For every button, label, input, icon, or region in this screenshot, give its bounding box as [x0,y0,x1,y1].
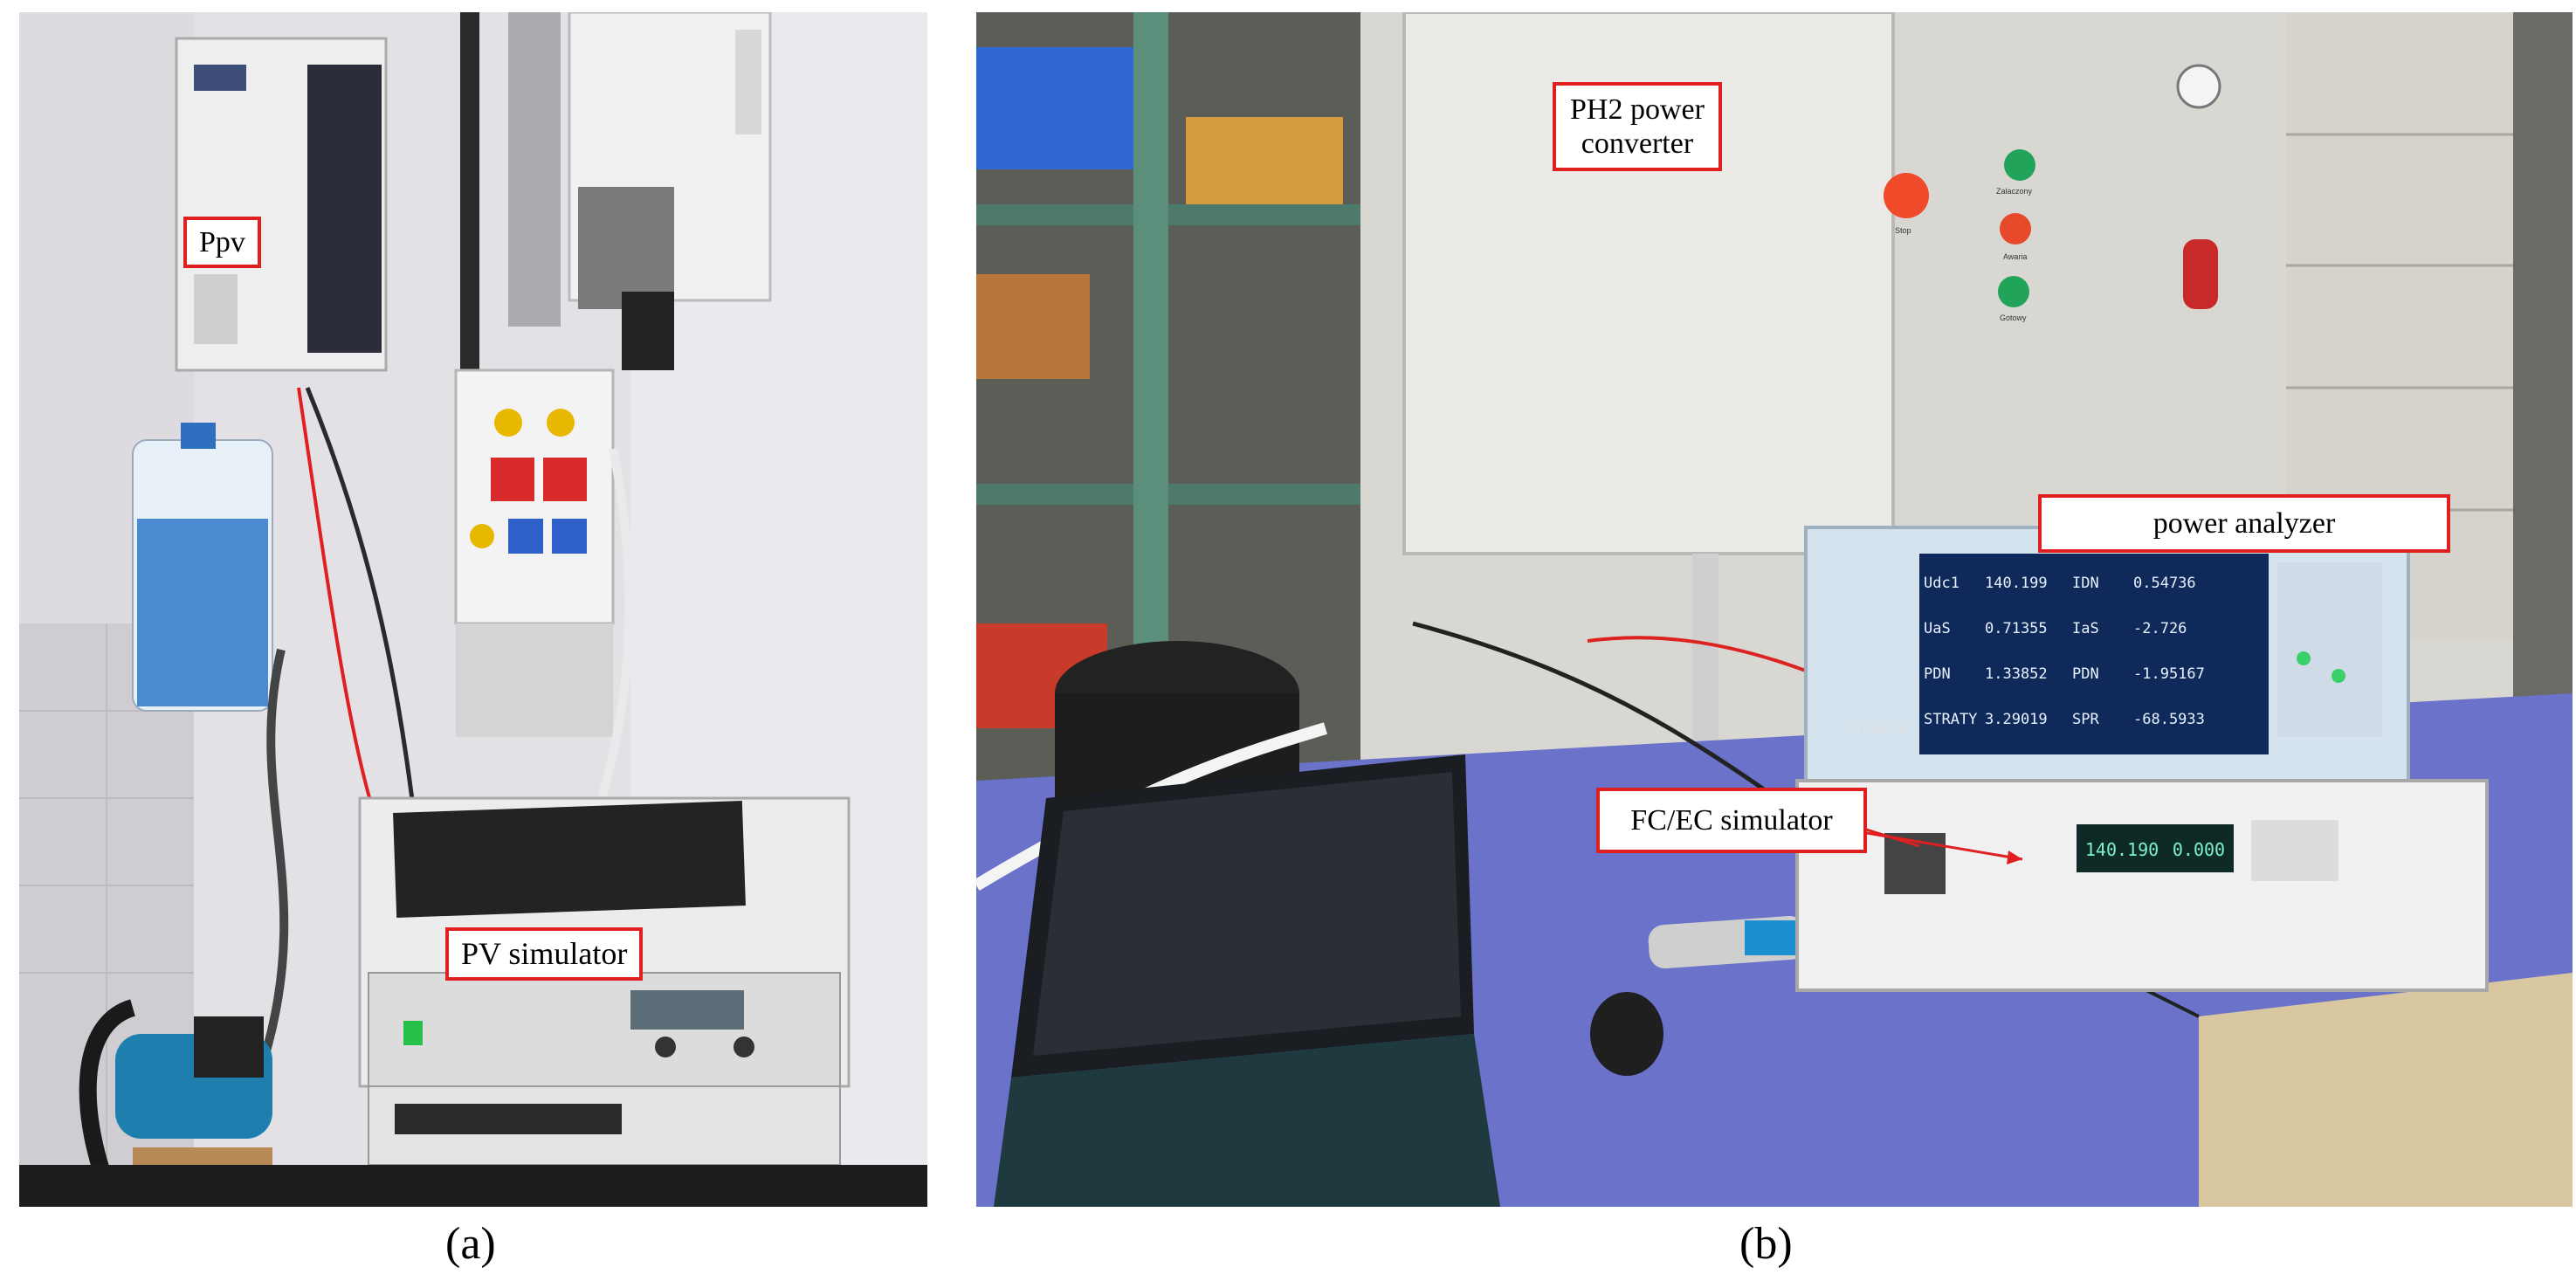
bench-marking: PLG1kV [1849,720,1909,737]
photo-panel-a: Ppv PV simulator [19,12,927,1207]
photo-lab-pv-setup [19,12,927,1207]
panel-label-a: (a) [445,1219,496,1269]
callout-pv-simulator: PV simulator [445,927,644,981]
box-button-labels: Stop Awaria Zalaczony Gotowy PLG1kV [976,12,2573,1207]
simulator-current: 0.000 [2172,839,2226,860]
button-label-zalaczony: Zalaczony [1996,187,2033,196]
callout-ph2-power-converter: PH2 power converter [1553,82,1722,172]
panel-label-b: (b) [1739,1219,1793,1269]
simulator-voltage: 140.190 [2084,839,2159,860]
callout-ph2-line2: converter [1581,127,1694,161]
callout-fc-ec-simulator: FC/EC simulator [1596,788,1867,854]
callout-ph2-line1: PH2 power [1570,93,1705,126]
button-label-stop: Stop [1895,226,1911,235]
button-label-gotowy: Gotowy [2000,313,2027,322]
simulator-display: 140.190 0.000 [2078,828,2232,871]
button-label-awaria: Awaria [2003,252,2028,261]
callout-power-analyzer: power analyzer [2038,494,2450,554]
callout-ppv: Ppv [183,217,261,269]
photo-lab-ph2-setup [976,12,2573,1207]
